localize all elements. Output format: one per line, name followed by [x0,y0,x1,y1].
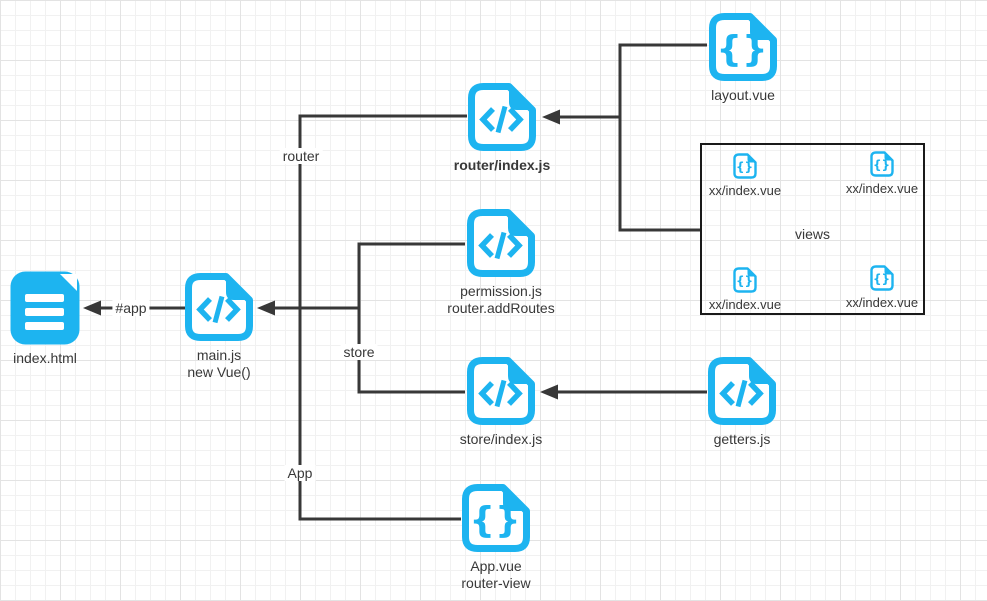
vue-file-icon-small: {} [733,153,757,179]
node-label: index.html [13,350,77,366]
node-main-js: main.js new Vue() [144,272,294,381]
node-view-top-left: {} xx/index.vue [690,153,800,198]
node-layout-vue: {} layout.vue [668,12,818,104]
connector-layout-views-trunk [618,43,707,232]
node-store-index: store/index.js [426,356,576,448]
code-file-icon [185,273,253,341]
vue-file-icon: {} [462,484,530,552]
code-file-icon [467,209,535,277]
node-permission-js: permission.js router.addRoutes [426,208,576,317]
edge-label-store: store [340,344,378,360]
svg-text:{}: {} [736,160,753,174]
edge-label-app-anchor: #app [112,300,150,316]
node-label: permission.js [460,283,542,299]
vue-file-icon-small: {} [870,265,894,291]
node-app-vue: {} App.vue router-view [421,483,571,592]
node-label: layout.vue [711,87,775,103]
node-label: main.js [196,347,242,363]
connector-router-app-trunk [298,114,467,521]
svg-text:{}: {} [873,158,890,172]
svg-text:{}: {} [469,500,520,541]
node-label: App.vue [470,558,522,574]
vue-file-icon-small: {} [733,267,757,293]
arrowhead-into-index-html [83,300,101,316]
svg-text:{}: {} [716,29,767,70]
node-label: xx/index.vue [845,295,919,310]
code-file-icon [467,357,535,425]
node-label: xx/index.vue [708,297,782,312]
node-label: router/index.js [453,157,551,173]
arrowhead-into-main-js [257,300,275,316]
svg-text:{}: {} [873,272,890,286]
html-file-icon [10,271,80,345]
node-label: store/index.js [459,431,543,447]
views-group-box: views {} xx/index.vue {} xx/index.vue {} [700,143,925,315]
views-group-title: views [794,226,830,242]
node-label: xx/index.vue [845,181,919,196]
node-sublabel: router.addRoutes [447,300,555,316]
edge-label-app: App [284,465,316,481]
node-view-top-right: {} xx/index.vue [827,151,937,196]
node-router-index: router/index.js [427,82,577,174]
code-file-icon [708,357,776,425]
node-label: getters.js [713,431,771,447]
vue-file-icon: {} [709,13,777,81]
node-sublabel: router-view [461,575,531,591]
svg-text:{}: {} [736,274,753,288]
code-file-icon [468,83,536,151]
arrowhead-into-router-index [542,109,560,125]
node-sublabel: new Vue() [187,364,251,380]
node-label: xx/index.vue [708,183,782,198]
vue-file-icon-small: {} [870,151,894,177]
node-getters-js: getters.js [667,356,817,448]
node-index-html: index.html [0,271,120,367]
node-view-bottom-right: {} xx/index.vue [827,265,937,310]
arrowhead-into-store-index [540,384,558,400]
edge-label-router: router [279,148,323,164]
connector-store-trunk [357,242,465,394]
node-view-bottom-left: {} xx/index.vue [690,267,800,312]
